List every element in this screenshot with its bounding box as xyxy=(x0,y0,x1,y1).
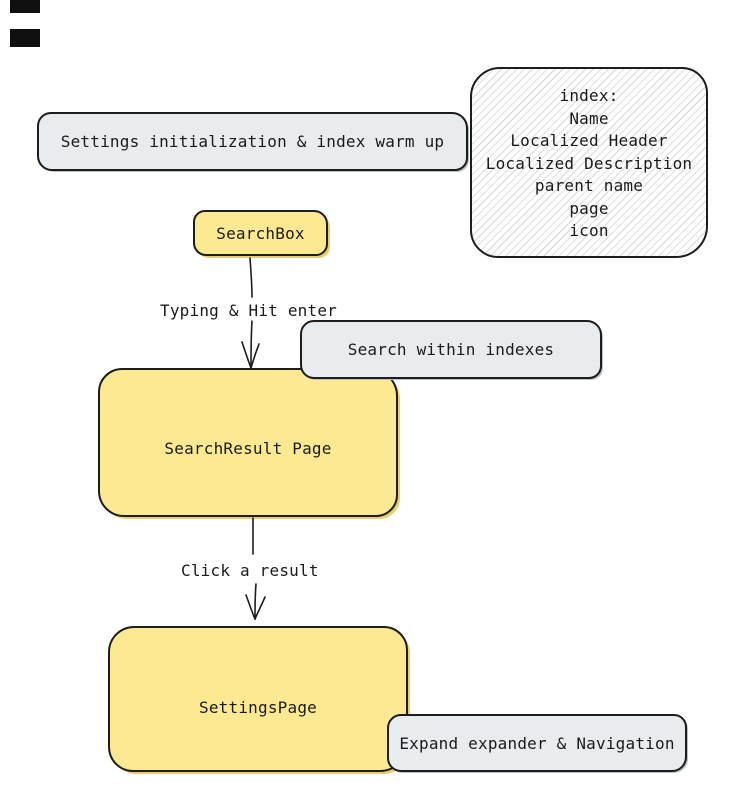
node-expand-expander-navigation[interactable]: Expand expander & Navigation xyxy=(387,714,687,772)
black-marker-top xyxy=(10,0,40,13)
edge-label-typing-hit-enter: Typing & Hit enter xyxy=(160,301,337,320)
index-field-line: Localized Description xyxy=(485,153,693,173)
black-marker-bottom xyxy=(10,29,40,47)
node-settings-initialization[interactable]: Settings initialization & index warm up xyxy=(37,112,468,171)
arrow-click-result[interactable] xyxy=(245,517,266,620)
index-field-line: page xyxy=(569,198,609,218)
node-searchbox-label: SearchBox xyxy=(216,223,305,243)
index-field-line: index: xyxy=(559,86,619,105)
node-settings-initialization-label: Settings initialization & index warm up xyxy=(60,132,445,151)
edge-label-click-a-result: Click a result xyxy=(181,561,319,580)
index-field-line: Name xyxy=(569,108,609,128)
node-searchbox[interactable]: SearchBox xyxy=(193,210,328,256)
index-fields-list: index: Name Localized Header Localized D… xyxy=(472,69,706,243)
node-search-within-indexes[interactable]: Search within indexes xyxy=(300,320,602,379)
node-searchresult-page-label: SearchResult Page xyxy=(164,439,332,458)
node-expand-expander-navigation-label: Expand expander & Navigation xyxy=(399,733,675,753)
node-searchresult-page[interactable]: SearchResult Page xyxy=(98,368,398,517)
arrow-typing-enter[interactable] xyxy=(241,257,260,369)
node-settingspage-label: SettingsPage xyxy=(199,697,317,717)
index-field-line: icon xyxy=(569,221,609,240)
index-field-line: Localized Header xyxy=(510,131,668,150)
node-search-within-indexes-label: Search within indexes xyxy=(347,340,555,359)
node-index-fields-note[interactable]: index: Name Localized Header Localized D… xyxy=(470,67,708,258)
index-field-line: parent name xyxy=(534,176,644,195)
node-settingspage[interactable]: SettingsPage xyxy=(108,626,408,772)
